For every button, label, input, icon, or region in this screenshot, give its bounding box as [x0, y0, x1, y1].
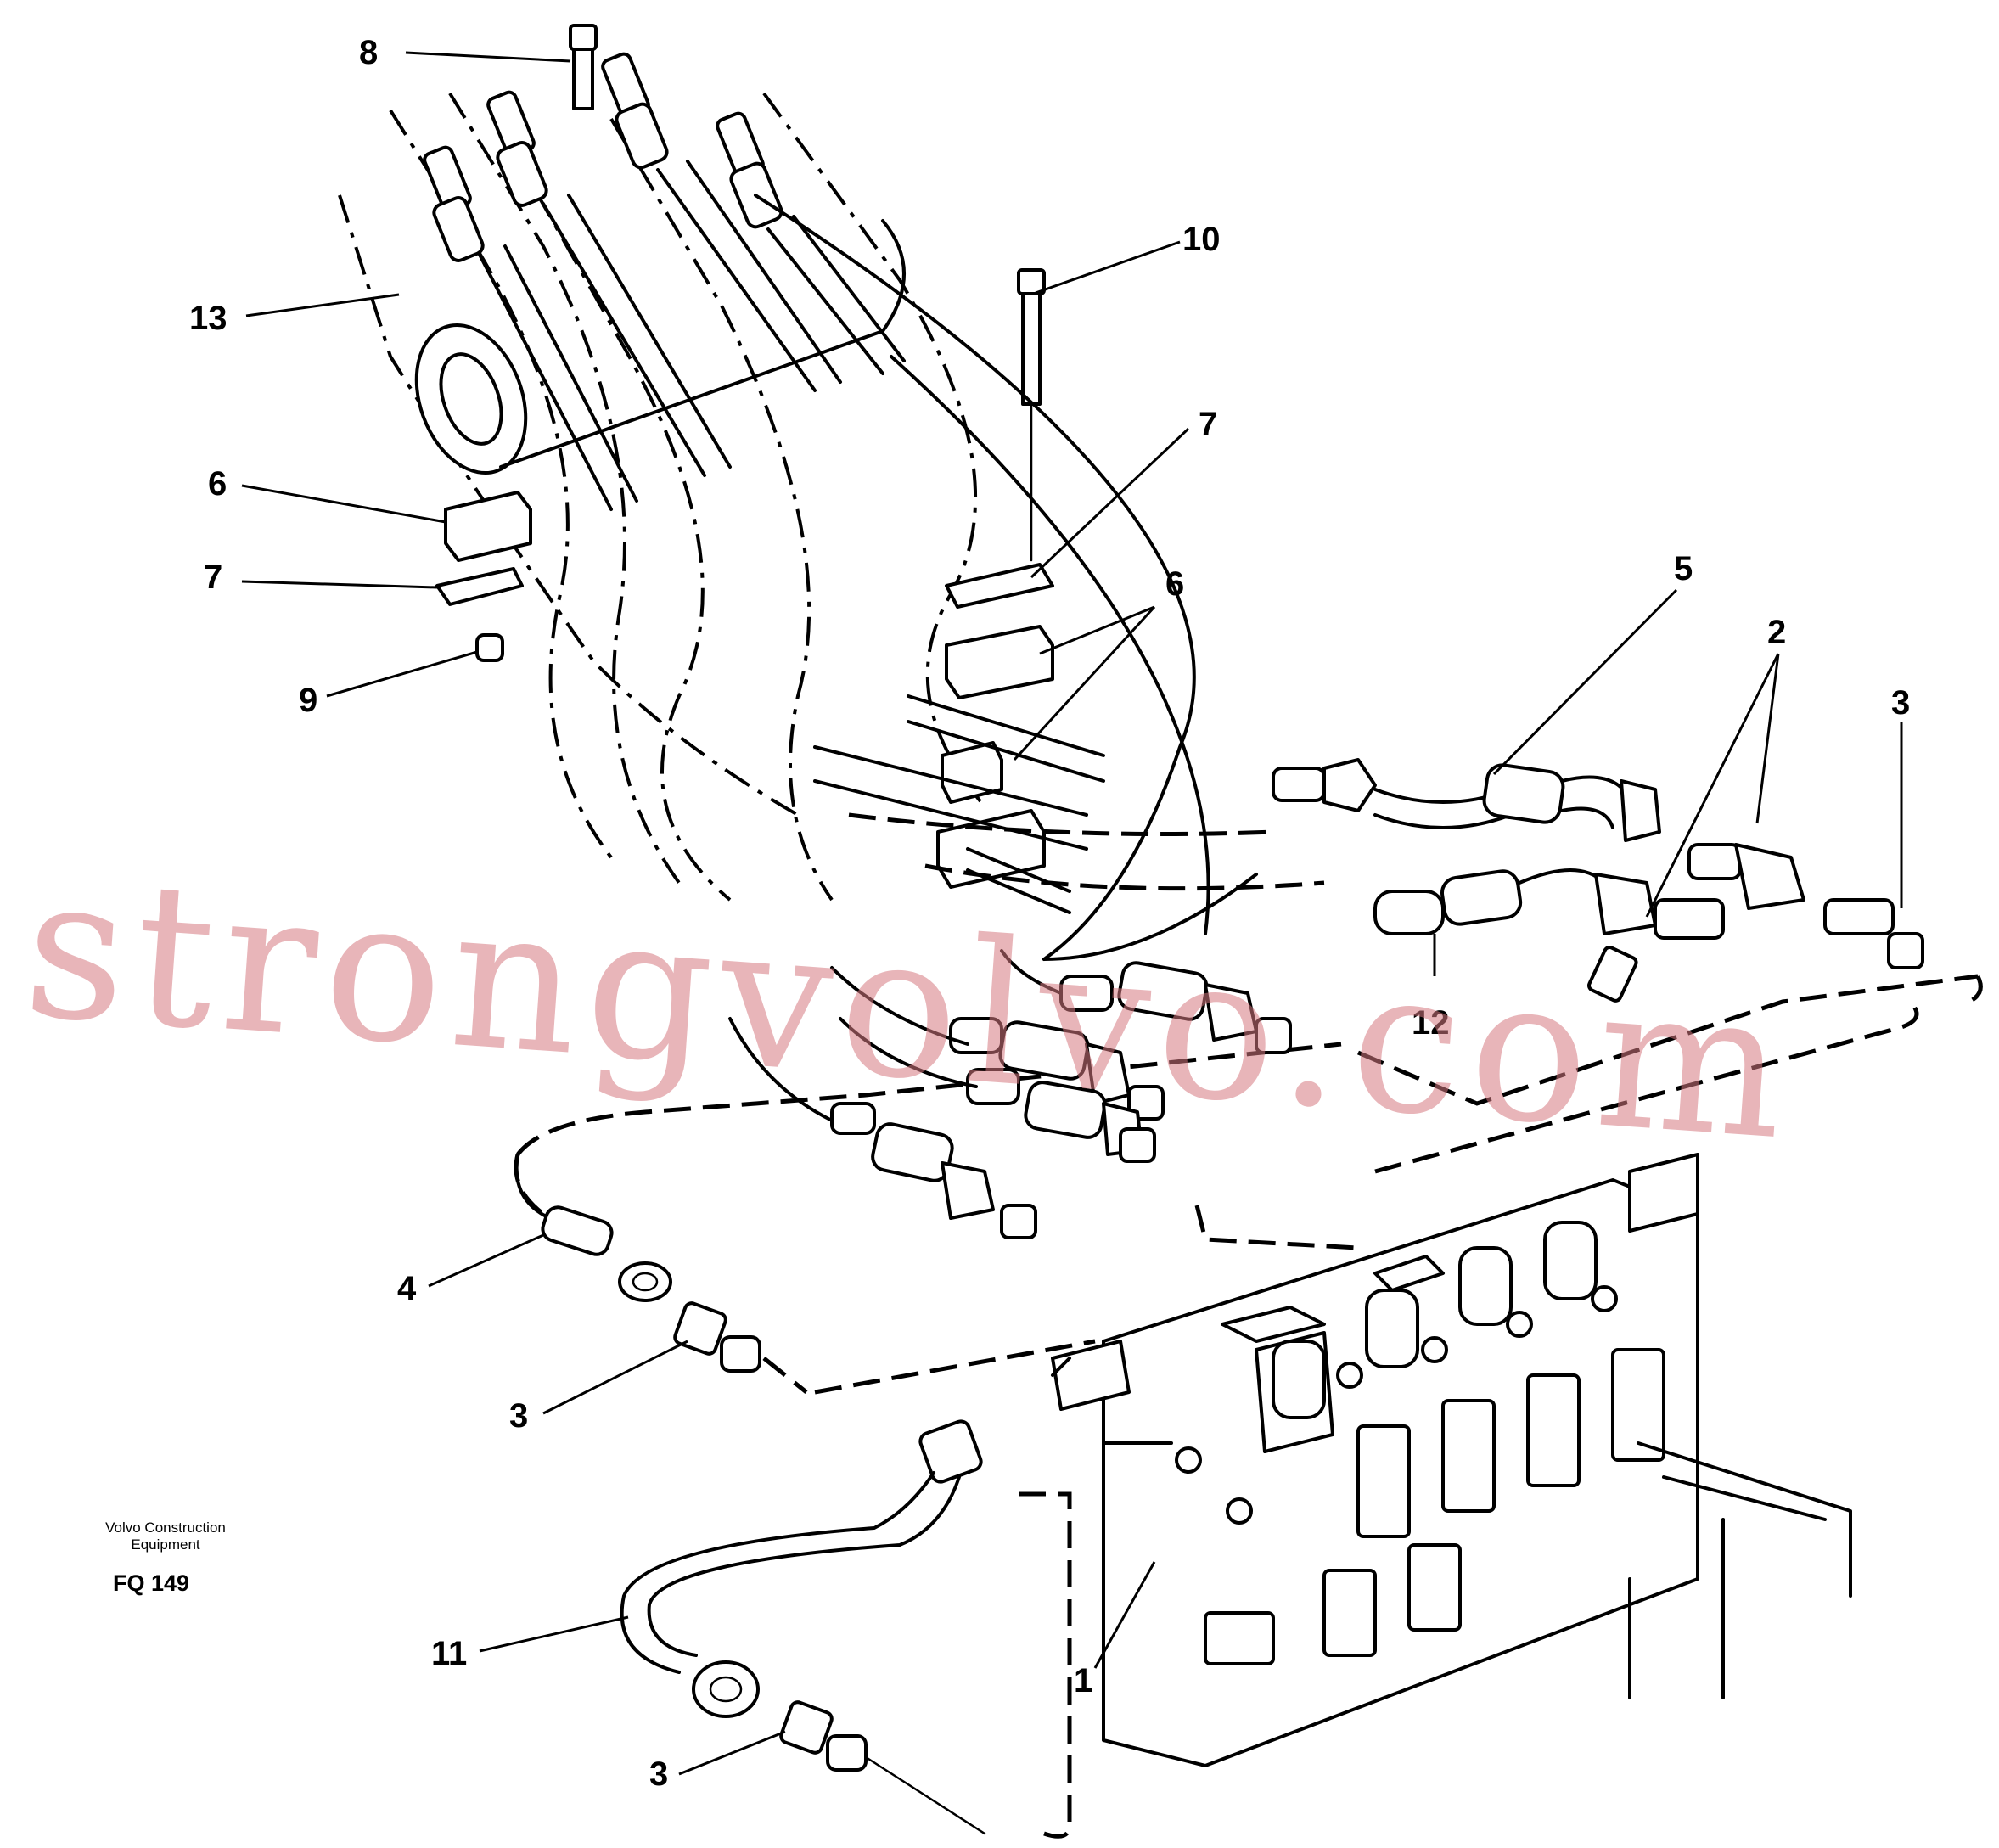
hose-fittings-middle [728, 949, 1292, 1239]
callout-12: 12 [1412, 1004, 1450, 1042]
hose-right-group [848, 758, 1924, 1003]
leader-lines [241, 51, 1903, 1776]
hose-4 [514, 1153, 808, 1394]
clamp-stack-left [435, 491, 532, 662]
callout-3-left: 3 [509, 1397, 529, 1435]
clamp-stack-middle [813, 563, 1105, 914]
callout-1: 1 [1074, 1662, 1093, 1699]
callout-3-right: 3 [1891, 684, 1911, 722]
callout-3-bottom: 3 [649, 1755, 669, 1793]
callout-7-left: 7 [204, 559, 223, 596]
caption-line-2: Equipment [131, 1536, 200, 1553]
callout-9: 9 [299, 682, 318, 719]
figure-code: FQ 149 [113, 1570, 190, 1596]
bolt-8 [569, 24, 598, 110]
callout-5: 5 [1674, 550, 1693, 587]
callout-11: 11 [431, 1635, 468, 1672]
callout-2: 2 [1767, 614, 1787, 651]
hose-loops [754, 194, 1258, 961]
callout-6-middle: 6 [1165, 565, 1185, 603]
callout-4: 4 [397, 1270, 417, 1307]
callout-8: 8 [359, 34, 379, 71]
control-valve-block-1 [1051, 1153, 1852, 1767]
hose-fittings-top [423, 52, 906, 511]
caption-line-1: Volvo Construction [105, 1519, 226, 1536]
callout-6-left: 6 [208, 465, 227, 503]
manufacturer-caption: Volvo Construction Equipment [76, 1519, 255, 1553]
clamp-ring-13 [414, 219, 906, 475]
callout-13: 13 [189, 300, 227, 337]
bolt-10 [1017, 268, 1046, 562]
callout-10: 10 [1182, 221, 1221, 258]
hose-11 [620, 1419, 986, 1835]
callout-7-middle: 7 [1199, 406, 1218, 443]
